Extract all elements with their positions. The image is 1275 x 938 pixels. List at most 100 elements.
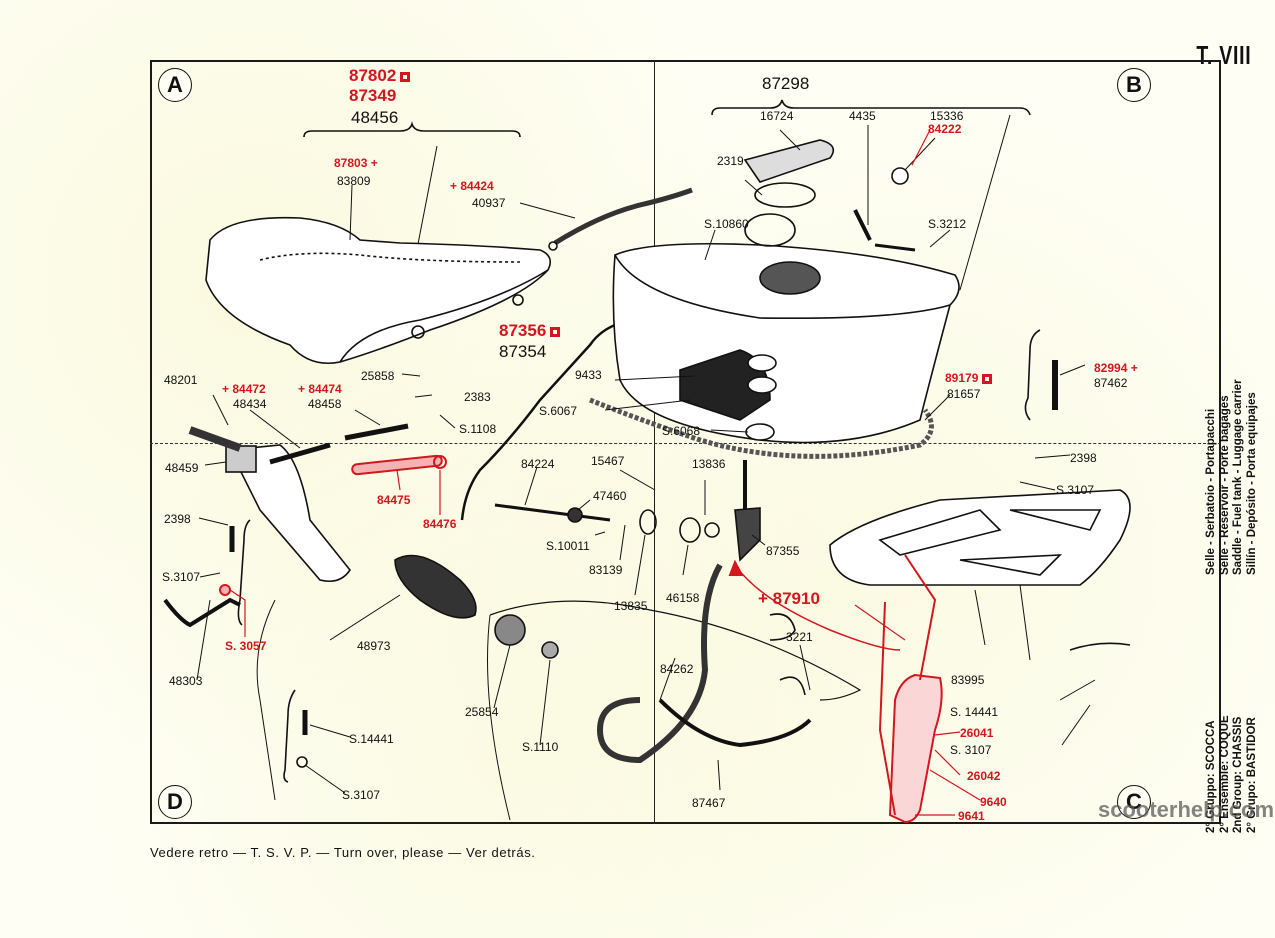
part-label-s3212: S.3212 [928,217,967,231]
bracket-48303-icon [163,597,241,628]
part-label-9640: 9640 [980,795,1007,809]
quadrant-a-marker: A [158,68,192,102]
section-line-it: Selle - Serbatoio - Portapacchi [1205,408,1217,575]
part-label-2383: 2383 [464,390,491,404]
part-label-s3107-lower-right: S. 3107 [950,743,992,757]
part-label-9641: 9641 [958,809,985,823]
part-label-s14441-right: S. 14441 [950,705,999,719]
part-label-87910: + 87910 [758,589,820,608]
quadrant-divider-vertical [654,60,655,824]
part-label-2398-right: 2398 [1070,451,1097,465]
part-label-48459: 48459 [165,461,199,475]
part-label-48973: 48973 [357,639,391,653]
part-label-48303: 48303 [169,674,203,688]
part-label-s6067: S.6067 [539,404,578,418]
fuel-cap-icon [743,139,835,183]
part-label-84262: 84262 [660,662,694,676]
quadrant-divider-horizontal [150,443,1221,444]
part-label-84472: + 84472 [222,382,266,396]
part-label-87803: 87803 + [334,156,378,170]
footrest-grip-icon [394,554,477,619]
luggage-carrier-icon [829,489,1131,586]
saddle-group-brace [303,121,521,138]
part-label-89179: 89179 [945,372,993,384]
part-label-87354: 87354 [499,342,547,361]
part-label-s14441-left: S.14441 [349,732,394,746]
red-square-marker-icon [982,373,993,384]
quadrant-c-marker: C [1117,785,1151,819]
part-label-16724: 16724 [760,109,794,123]
body-panel-outline [256,599,276,801]
part-label-26041: 26041 [960,726,994,740]
part-label-2398-left: 2398 [164,512,191,526]
quadrant-d-marker: D [158,785,192,819]
part-label-4435: 4435 [849,109,876,123]
part-label-26042: 26042 [967,769,1001,783]
part-label-s10860: S.10860 [704,217,749,231]
section-title-block: Selle - Serbatoio - Portapacchi Selle - … [1205,379,1259,575]
part-label-s3057: S. 3057 [225,639,267,653]
part-label-s6068: S.6068 [662,424,701,438]
fuel-hose-icon [596,563,723,764]
part-label-s3107-bottom: S.3107 [342,788,381,802]
part-label-84224: 84224 [521,457,555,471]
part-label-87355: 87355 [766,544,800,558]
part-label-s3107-right: S.3107 [1056,483,1095,497]
part-label-87802: 87802 [349,67,411,84]
part-label-87356: 87356 [499,322,561,339]
part-label-84476: 84476 [423,517,457,531]
part-label-25854: 25854 [465,705,499,719]
part-label-87467: 87467 [692,796,726,810]
part-label-47460: 47460 [593,489,627,503]
watermark-text: scooterhelp.com [1098,797,1275,822]
tap-flange-icon [679,349,771,421]
part-label-84424: + 84424 [450,179,494,193]
red-washer-84476-icon [433,455,447,469]
tank-gasket-icon [589,397,934,459]
quadrant-b-marker: B [1117,68,1151,102]
part-label-3221: 3221 [786,630,813,644]
part-label-46158: 46158 [666,591,700,605]
part-label-s3107-left: S.3107 [162,570,201,584]
section-line-en: Saddle - Fuel tank - Luggage carrier [1232,379,1244,575]
part-label-13835: 13835 [614,599,648,613]
part-label-84474: + 84474 [298,382,342,396]
part-label-83809: 83809 [337,174,371,188]
part-label-48458: 48458 [308,397,342,411]
part-label-40937: 40937 [472,196,506,210]
part-label-82994: 82994 + [1094,361,1138,375]
part-label-s1110: S.1110 [522,740,559,754]
section-line-fr: Selle - Réservoir - Porte bagages [1218,395,1231,575]
footer-note: Vedere retro — T. S. V. P. — Turn over, … [150,845,536,860]
red-square-marker-icon [400,71,411,82]
part-label-83139: 83139 [589,563,623,577]
part-label-15467: 15467 [591,454,625,468]
saddle-strap-icon [553,187,693,246]
part-label-9433: 9433 [575,368,602,382]
plate-title: T. VIII [1195,40,1251,70]
red-tap-assembly-icon [888,673,943,824]
part-label-81657: 81657 [947,387,981,401]
part-label-83995: 83995 [951,673,985,687]
part-label-s1108: S.1108 [459,422,497,436]
fuel-tap-icon [734,507,761,562]
part-label-87462: 87462 [1094,376,1128,390]
part-label-2319: 2319 [717,154,744,168]
part-label-48434: 48434 [233,397,267,411]
part-label-87349: 87349 [349,86,397,105]
part-label-87298: 87298 [762,74,810,93]
part-label-84475: 84475 [377,493,411,507]
part-label-48456: 48456 [351,108,399,127]
part-label-48201: 48201 [164,373,198,387]
red-square-marker-icon [550,326,561,337]
part-label-13836: 13836 [692,457,726,471]
section-line-es: Sillín - Depósito - Porta equipajes [1245,392,1258,575]
diagram-frame [150,60,1221,824]
part-label-s10011: S.10011 [546,539,590,553]
part-label-25858: 25858 [361,369,395,383]
tank-group-brace [460,321,621,521]
part-label-84222: 84222 [928,122,962,136]
part-label-15336: 15336 [930,109,964,123]
